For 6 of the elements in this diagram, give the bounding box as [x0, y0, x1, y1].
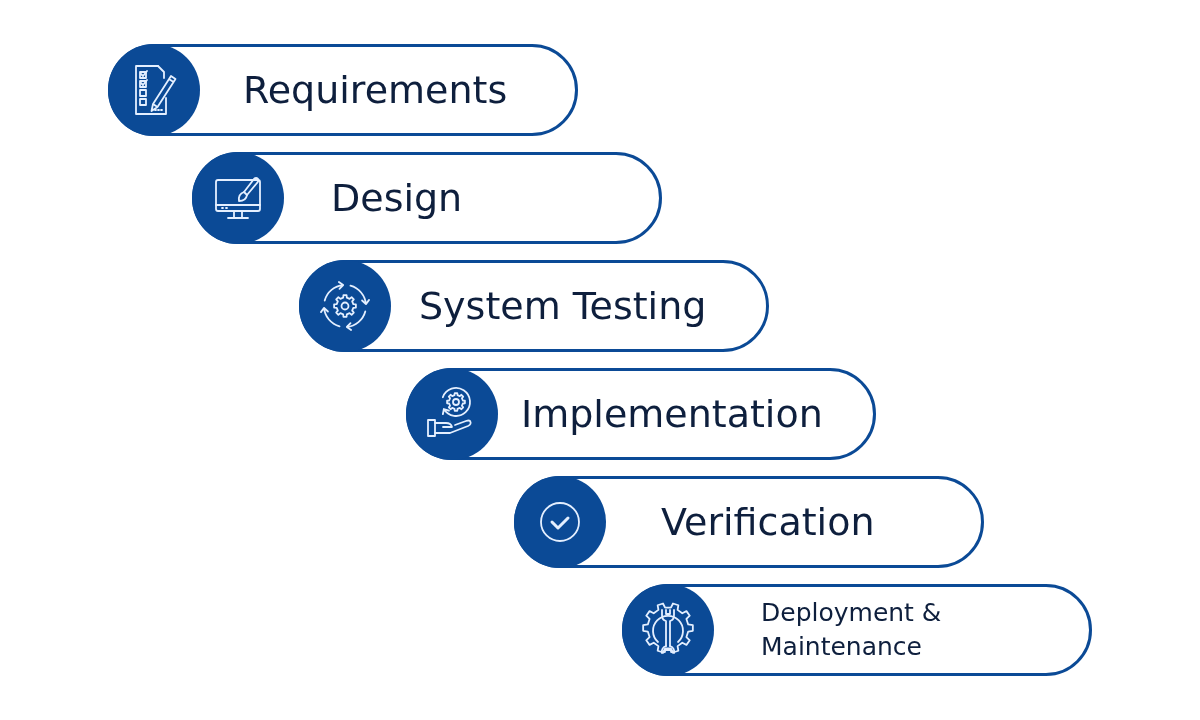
stage-label: System Testing	[419, 284, 707, 328]
stage-label: Implementation	[521, 392, 823, 436]
stage-label: Requirements	[243, 68, 508, 112]
stage-label: Verification	[661, 500, 875, 544]
stage-label: Deployment & Maintenance	[761, 597, 943, 663]
stage-label: Design	[331, 176, 463, 220]
